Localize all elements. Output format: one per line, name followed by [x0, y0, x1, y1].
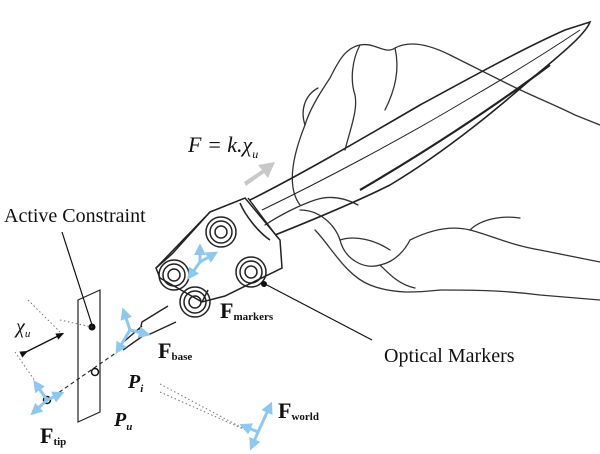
frame-tip-icon: [30, 380, 65, 416]
chi-arrow: [19, 332, 65, 358]
pen-body: [239, 20, 592, 241]
active-constraint-label: Active Constraint: [4, 205, 146, 227]
f-base-label: Fbase: [158, 338, 192, 363]
p-i-label: Pi: [127, 371, 144, 395]
force-equation: F = k.χu: [187, 132, 258, 161]
f-world-label: Fworld: [278, 398, 319, 423]
chi-label: χu: [14, 316, 31, 340]
optical-markers-leader: [264, 283, 373, 341]
f-tip-label: Ftip: [40, 423, 66, 448]
hand-illustration: [264, 43, 600, 301]
constraint-plane: [77, 289, 101, 423]
chi-dotted-a: [27, 299, 61, 333]
point-pi-marker: [90, 367, 100, 377]
chi-dotted-b: [59, 319, 93, 328]
frame-markers-icon: [187, 243, 219, 280]
pu-world-dotted: [159, 391, 251, 433]
pi-world-dotted: [159, 383, 251, 433]
marker-spheres: [158, 216, 267, 318]
force-arrow: [244, 162, 275, 186]
constraint-leader: [61, 231, 93, 326]
frame-base-icon: [115, 307, 151, 355]
p-u-label: Pu: [113, 409, 132, 433]
optical-markers-point: [261, 281, 267, 287]
optical-markers-label: Optical Markers: [384, 345, 515, 367]
frame-world-icon: [239, 401, 273, 451]
f-markers-label: Fmarkers: [220, 298, 274, 323]
